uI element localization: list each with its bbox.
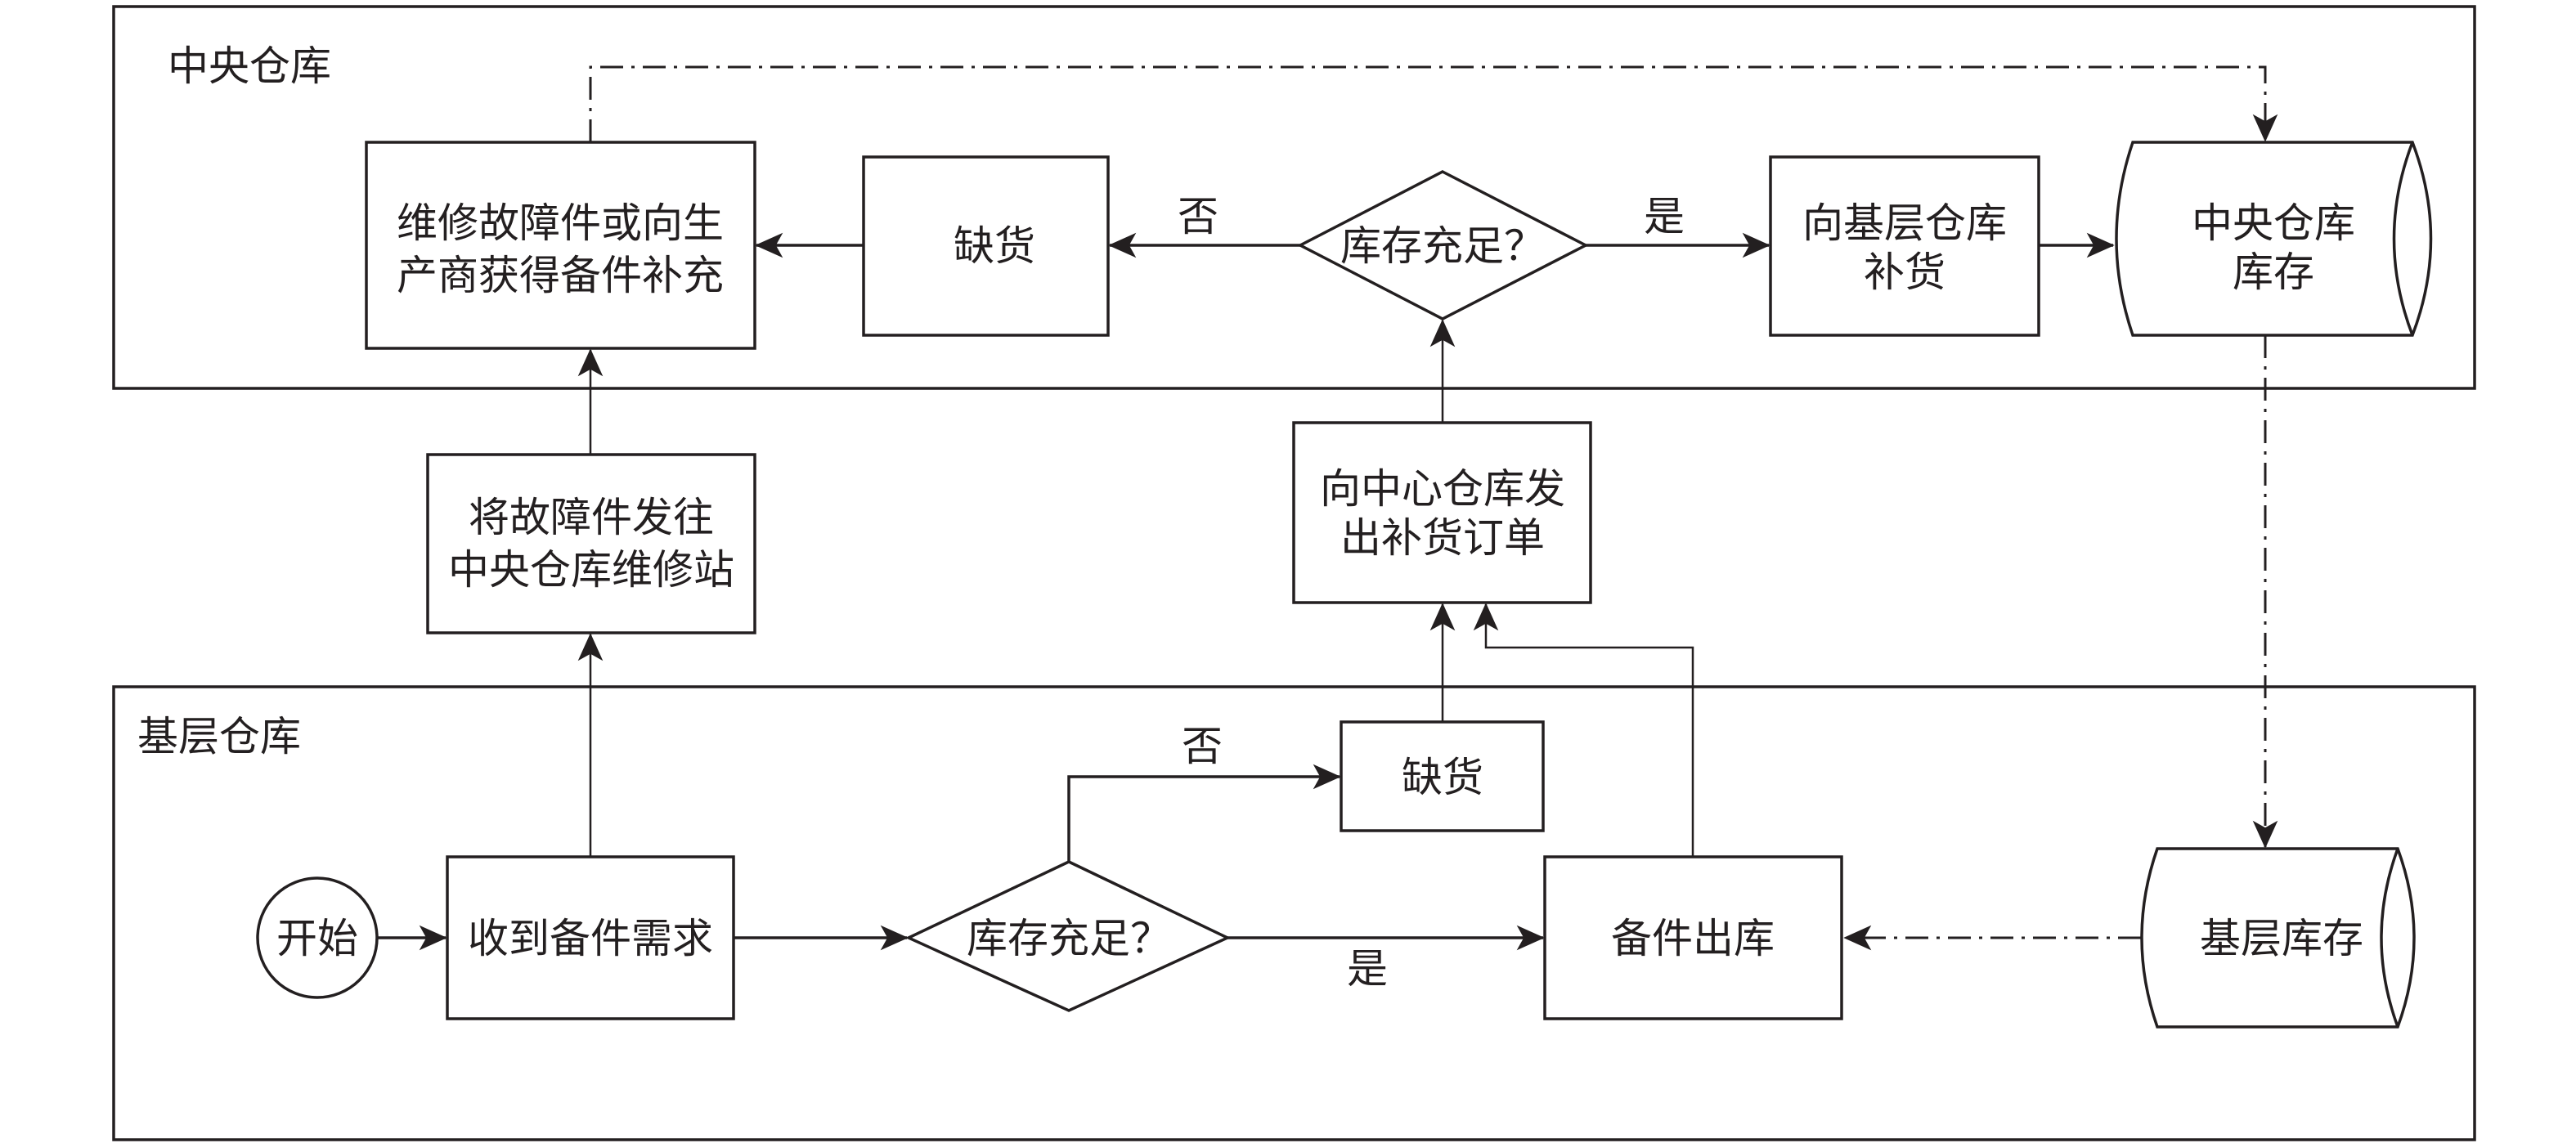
node-issue-parts: 备件出库 — [1543, 855, 1843, 1020]
edge-base-no — [1067, 764, 1341, 862]
node-central-stock-line-2: 库存 — [2233, 249, 2314, 296]
node-repair-line-2: 产商获得备件补充 — [397, 252, 724, 299]
connectors — [377, 65, 2278, 951]
node-receive-demand-label: 收到备件需求 — [468, 915, 713, 962]
node-send-faulty: 将故障件发往 中央仓库维修站 — [426, 453, 756, 634]
node-central-shortage-label: 缺货 — [954, 222, 1035, 270]
node-start: 开始 — [256, 876, 379, 999]
lane-base-border — [112, 685, 2476, 1141]
edge-repair-to-centralstock — [589, 65, 2278, 142]
cylinder-end — [2392, 141, 2414, 336]
edge-issue-to-order — [1473, 603, 1694, 857]
lane-base-label: 基层仓库 — [137, 713, 301, 760]
node-base-stock-label: 基层库存 — [2200, 915, 2363, 962]
lane-central-warehouse: 中央仓库 — [112, 5, 2476, 390]
node-central-decision-label: 库存充足？ — [1340, 222, 1545, 270]
node-start-label: 开始 — [276, 915, 358, 962]
node-issue-parts-label: 备件出库 — [1611, 915, 1775, 962]
node-central-stock: 中央仓库 库存 — [2115, 141, 2433, 337]
edge-label-central-no: 否 — [1178, 193, 1218, 240]
node-issue-order: 向中心仓库发 出补货订单 — [1292, 421, 1592, 604]
lane-base-warehouse: 基层仓库 — [112, 685, 2476, 1141]
node-replenish-line-1: 向基层仓库 — [1802, 199, 2007, 247]
node-base-stock: 基层库存 — [2140, 847, 2416, 1029]
node-base-decision: 库存充足？ — [904, 860, 1232, 1012]
lane-central-label: 中央仓库 — [168, 43, 331, 90]
lane-central-border — [112, 5, 2476, 390]
node-central-stock-line-1: 中央仓库 — [2192, 199, 2355, 247]
node-base-decision-label: 库存充足？ — [967, 915, 1171, 962]
node-issue-order-line-2: 出补货订单 — [1340, 514, 1545, 562]
node-send-faulty-line-1: 将故障件发往 — [469, 494, 714, 541]
node-repair-line-1: 维修故障件或向生 — [397, 199, 724, 247]
node-receive-demand: 收到备件需求 — [446, 855, 735, 1020]
node-send-faulty-line-2: 中央仓库维修站 — [448, 546, 734, 594]
node-central-shortage: 缺货 — [862, 155, 1110, 337]
node-issue-order-line-1: 向中心仓库发 — [1320, 465, 1565, 513]
edge-label-central-yes: 是 — [1644, 193, 1685, 240]
node-base-shortage: 缺货 — [1340, 720, 1545, 832]
cylinder-end — [2380, 848, 2399, 1028]
node-central-decision: 库存充足？ — [1297, 170, 1589, 320]
edge-label-base-no: 否 — [1182, 723, 1223, 770]
node-base-shortage-label: 缺货 — [1402, 754, 1483, 801]
node-replenish-line-2: 补货 — [1864, 249, 1945, 296]
node-replenish-base: 向基层仓库 补货 — [1769, 155, 2040, 337]
node-repair-or-supplier: 维修故障件或向生 产商获得备件补充 — [365, 141, 756, 350]
edge-label-base-yes: 是 — [1347, 945, 1388, 993]
